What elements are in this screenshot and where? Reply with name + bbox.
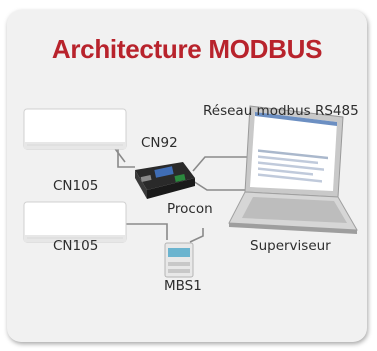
- label-cn105-bottom: CN105: [53, 238, 99, 254]
- wire-cn92: [117, 142, 135, 168]
- diagram-title: Architecture MODBUS: [51, 34, 323, 64]
- diagram-card: Architecture MODBUS: [7, 10, 367, 342]
- wire-mbs1-b: [189, 228, 204, 243]
- label-procon: Procon: [167, 201, 213, 217]
- procon-board: [135, 162, 195, 199]
- label-supervisor: Superviseur: [250, 238, 331, 254]
- label-cn92: CN92: [141, 135, 178, 151]
- indoor-unit-top: [23, 108, 127, 150]
- wire-rs485-mid: [192, 180, 245, 191]
- label-mbs1: MBS1: [164, 278, 202, 294]
- indoor-unit-bottom: [23, 201, 127, 243]
- wire-mbs1-a: [125, 223, 168, 240]
- label-network: Réseau modbus RS485: [203, 103, 359, 119]
- mbs1-module: [164, 242, 194, 278]
- architecture-diagram: [23, 105, 358, 278]
- wiring: [112, 142, 249, 243]
- label-cn105-top: CN105: [53, 178, 99, 194]
- laptop: [228, 105, 358, 234]
- wire-rs485-top: [192, 156, 249, 172]
